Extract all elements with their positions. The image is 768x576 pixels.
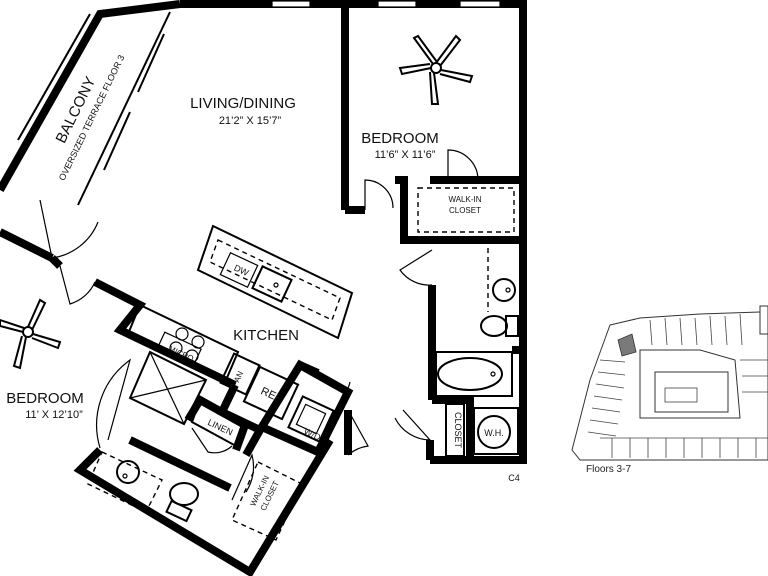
key-plan-floors: Floors 3-7 (586, 464, 631, 475)
key-plan: Floors 3-7 (571, 305, 768, 475)
closet-wh: CLOSET W.H. (445, 403, 519, 457)
bedroom2-name: BEDROOM (6, 390, 84, 407)
lower-bath (87, 451, 199, 523)
living-name: LIVING/DINING (190, 95, 296, 112)
bedroom1-dims: 11’6” X 11’6” (375, 149, 436, 161)
wh-label: W.H. (484, 428, 504, 438)
walkin1-line1: WALK-IN (448, 195, 481, 204)
living-dims: 21’2” X 15’7” (219, 115, 282, 127)
dw-label: DW (232, 263, 250, 279)
ceiling-fan-1 (398, 34, 474, 105)
unit-highlight (617, 333, 637, 357)
bedroom2-dims: 11’ X 12’10” (25, 409, 83, 421)
kitchen-island: DW (196, 224, 354, 340)
doors (39, 149, 479, 501)
ceiling-fan-2 (0, 298, 62, 370)
plan-code: C4 (508, 473, 520, 483)
shower (128, 350, 208, 426)
closet-label: CLOSET (453, 412, 463, 449)
balcony-labels: BALCONY OVERSIZED TERRACE FLOOR 3 (53, 53, 127, 182)
walkin-closet-1: WALK-IN CLOSET (417, 187, 515, 233)
bedroom1-name: BEDROOM (361, 130, 439, 147)
walkin1-line2: CLOSET (449, 206, 481, 215)
kitchen-name: KITCHEN (233, 327, 299, 344)
appliances: PAN REF W/D (219, 352, 335, 443)
upper-bath (435, 248, 519, 397)
pan-label: PAN (230, 370, 245, 388)
windows (17, 0, 501, 206)
